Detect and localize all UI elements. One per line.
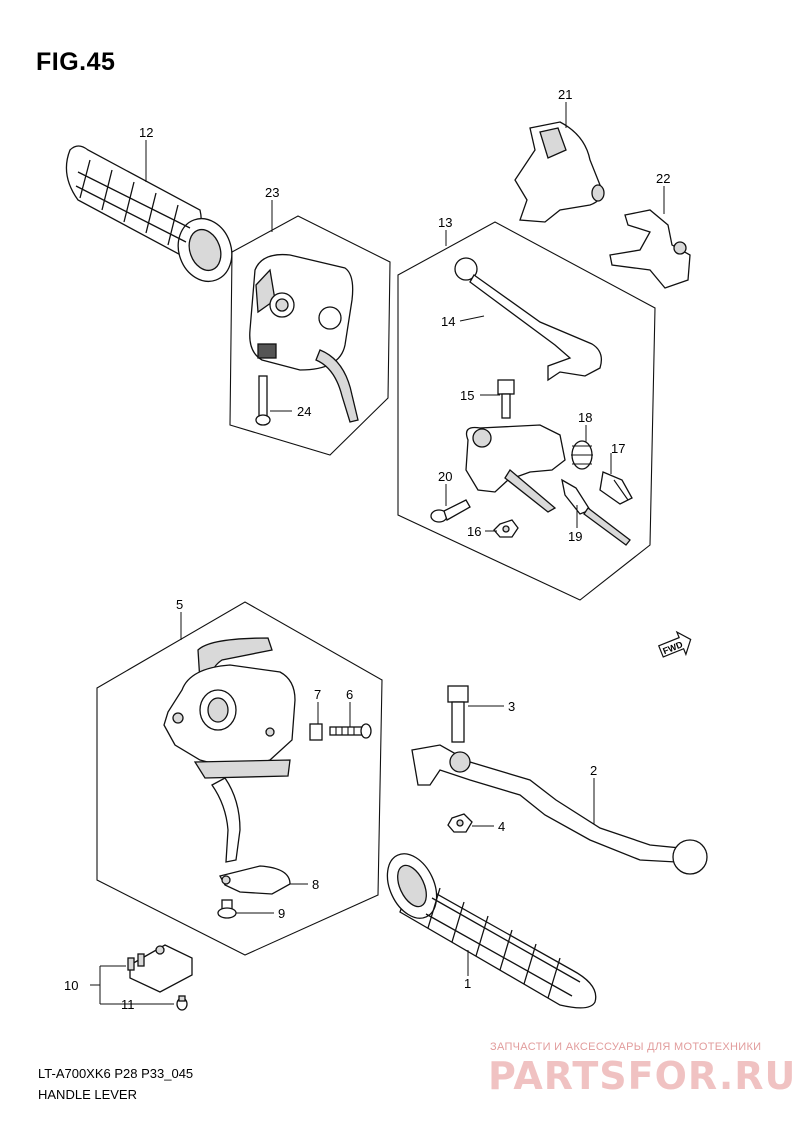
part-18-adjuster — [571, 440, 593, 470]
part-11-screw — [176, 995, 188, 1011]
part-9-screw — [217, 899, 237, 919]
callout-4: 4 — [498, 819, 505, 834]
part-21-holder — [514, 121, 605, 223]
frame-23 — [229, 215, 391, 456]
watermark-logo: PARTSFOR.RU — [488, 1054, 797, 1098]
callout-15: 15 — [460, 388, 474, 403]
callout-10: 10 — [64, 978, 78, 993]
callout-24: 24 — [297, 404, 311, 419]
callout-21: 21 — [558, 87, 572, 102]
model-code: LT-A700XK6 P28 P33_045 — [38, 1066, 194, 1081]
part-20-screw — [430, 499, 471, 523]
part-17-knob — [599, 471, 633, 505]
figure-title: FIG.45 — [36, 48, 116, 76]
callout-17: 17 — [611, 441, 625, 456]
part-10-switch — [127, 944, 193, 993]
part-15-bolt — [497, 379, 515, 419]
part-19-cable-adjuster — [561, 478, 631, 546]
frame-13 — [397, 221, 656, 601]
section-name: HANDLE LEVER — [38, 1087, 137, 1102]
part-22-bracket — [609, 209, 691, 289]
callout-6: 6 — [346, 687, 353, 702]
frame-5 — [96, 601, 383, 956]
part-16-nut — [493, 519, 519, 538]
callout-19: 19 — [568, 529, 582, 544]
callout-1: 1 — [464, 976, 471, 991]
part-8-plate — [219, 865, 291, 895]
callout-11: 11 — [121, 997, 135, 1012]
part-6-screw — [329, 723, 372, 739]
callout-22: 22 — [656, 171, 670, 186]
callout-16: 16 — [467, 524, 481, 539]
callout-8: 8 — [312, 877, 319, 892]
part-2-lever — [411, 744, 708, 875]
part-23-switch-box — [249, 253, 359, 423]
part-13-throttle-housing — [465, 424, 566, 513]
callouts: 12 23 24 21 22 13 14 15 18 17 20 16 19 5… — [64, 87, 670, 1012]
part-3-pivot-bolt — [447, 685, 469, 743]
callout-14: 14 — [441, 314, 455, 329]
callout-20: 20 — [438, 469, 452, 484]
callout-2: 2 — [590, 763, 597, 778]
watermark-caption: ЗАПЧАСТИ И АКСЕССУАРЫ ДЛЯ МОТОТЕХНИКИ — [490, 1041, 762, 1053]
fwd-arrow: FWD — [657, 630, 692, 658]
part-5-brake-housing — [163, 637, 296, 863]
part-7-nut — [309, 723, 323, 741]
callout-23: 23 — [265, 185, 279, 200]
part-1-grip — [386, 853, 597, 1009]
part-12-grip — [65, 145, 233, 283]
callout-3: 3 — [508, 699, 515, 714]
part-4-nut — [447, 813, 473, 833]
callout-9: 9 — [278, 906, 285, 921]
part-14-throttle-lever — [454, 257, 603, 382]
callout-12: 12 — [139, 125, 153, 140]
callout-13: 13 — [438, 215, 452, 230]
callout-7: 7 — [314, 687, 321, 702]
part-24-screw — [255, 375, 271, 426]
callout-5: 5 — [176, 597, 183, 612]
callout-18: 18 — [578, 410, 592, 425]
